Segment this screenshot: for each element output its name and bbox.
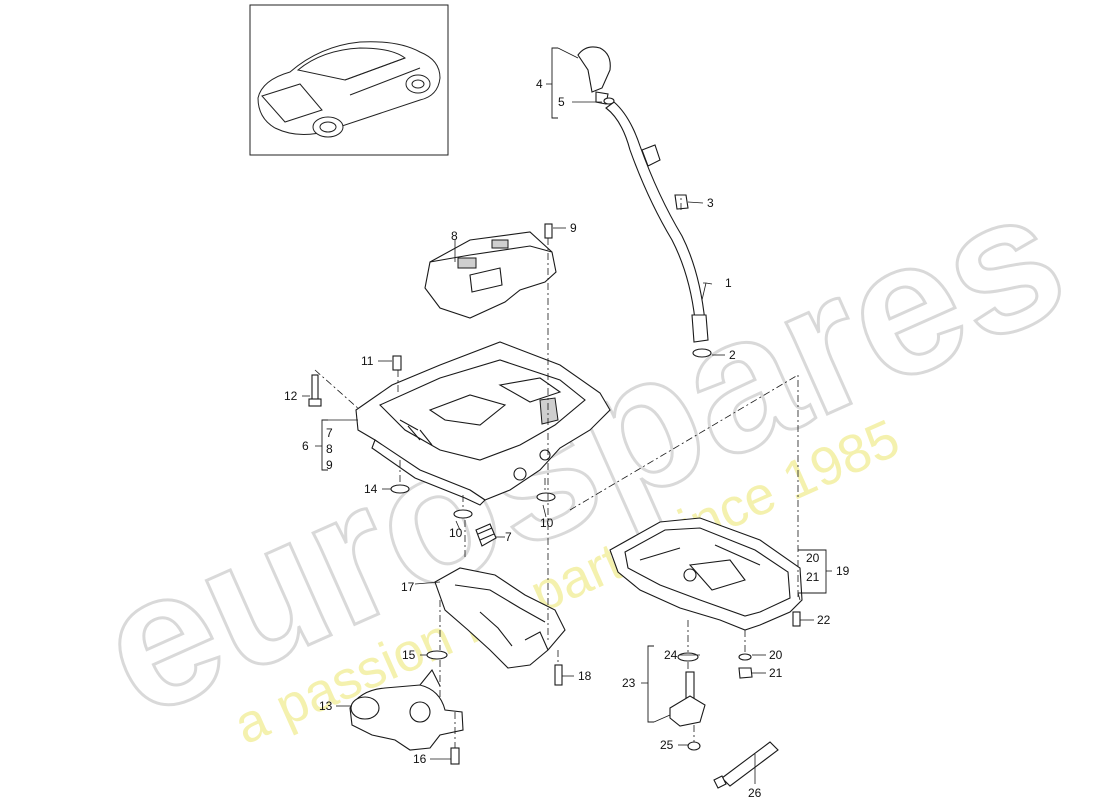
callout-3: 3 bbox=[707, 196, 714, 210]
o-ring-15 bbox=[426, 650, 448, 660]
callout-13: 13 bbox=[319, 699, 333, 713]
callout-20: 20 bbox=[769, 648, 783, 662]
car-illustration bbox=[257, 41, 441, 138]
o-ring-5 bbox=[603, 97, 615, 105]
bolt-22 bbox=[792, 611, 801, 627]
callout-6-sub-8: 8 bbox=[326, 442, 333, 456]
callout-10a: 10 bbox=[449, 526, 463, 540]
callout-21: 21 bbox=[769, 666, 783, 680]
callout-1: 1 bbox=[725, 276, 732, 290]
bolt-16 bbox=[450, 747, 460, 765]
baffle-cover bbox=[424, 231, 557, 319]
callout-14: 14 bbox=[364, 482, 378, 496]
dowel-11 bbox=[392, 355, 402, 371]
vehicle-thumbnail bbox=[249, 4, 449, 156]
oil-baffle-17 bbox=[434, 567, 566, 669]
callout-15: 15 bbox=[402, 648, 416, 662]
dipstick-tube bbox=[605, 101, 709, 343]
watermark: eurospares a passion for parts since 198… bbox=[69, 146, 1094, 759]
callout-7: 7 bbox=[505, 530, 512, 544]
o-ring-24 bbox=[677, 652, 699, 662]
callout-9: 9 bbox=[570, 221, 577, 235]
leader-lines bbox=[302, 47, 832, 784]
callout-26: 26 bbox=[748, 786, 762, 800]
washer-20 bbox=[738, 653, 752, 661]
callout-19-sub-20: 20 bbox=[806, 551, 820, 565]
oil-pan-19 bbox=[609, 517, 803, 631]
washer-25 bbox=[687, 741, 701, 751]
oil-pump-13 bbox=[349, 668, 464, 751]
sealant-tube-26 bbox=[713, 741, 779, 789]
callout-18: 18 bbox=[578, 669, 592, 683]
sump-upper-housing bbox=[355, 341, 611, 506]
callout-19: 19 bbox=[836, 564, 850, 578]
callout-17: 17 bbox=[401, 580, 415, 594]
oil-level-sensor-23 bbox=[669, 671, 706, 727]
bolt-18 bbox=[554, 664, 563, 686]
plug-21 bbox=[738, 667, 753, 679]
o-ring-14 bbox=[390, 484, 410, 494]
bolt-9 bbox=[544, 223, 553, 239]
callout-23: 23 bbox=[622, 676, 636, 690]
callout-11: 11 bbox=[361, 354, 374, 368]
callout-10b: 10 bbox=[540, 516, 554, 530]
callout-5: 5 bbox=[558, 95, 565, 109]
strainer-7 bbox=[475, 523, 497, 547]
callout-labels: 1 2 3 4 5 6 7 8 9 7 8 9 10 10 11 12 13 1… bbox=[284, 77, 850, 800]
callout-19-sub-21: 21 bbox=[806, 570, 820, 584]
callout-24: 24 bbox=[664, 648, 678, 662]
o-ring-10a bbox=[453, 509, 473, 519]
callout-6-sub-7: 7 bbox=[326, 426, 333, 440]
assembly-lines bbox=[314, 195, 799, 748]
callout-2: 2 bbox=[729, 348, 736, 362]
callout-22: 22 bbox=[817, 613, 831, 627]
callout-4: 4 bbox=[536, 77, 543, 91]
bolt-12 bbox=[308, 374, 322, 407]
dipstick-handle bbox=[577, 46, 611, 105]
watermark-brand: eurospares bbox=[70, 147, 1092, 757]
o-ring-10b bbox=[536, 492, 556, 502]
bolt-3 bbox=[674, 194, 689, 210]
callout-8: 8 bbox=[451, 229, 458, 243]
callout-6: 6 bbox=[302, 439, 309, 453]
callout-25: 25 bbox=[660, 738, 674, 752]
o-ring-2 bbox=[692, 348, 712, 358]
callout-12: 12 bbox=[284, 389, 298, 403]
callout-16: 16 bbox=[413, 752, 427, 766]
callout-6-sub-9: 9 bbox=[326, 458, 333, 472]
